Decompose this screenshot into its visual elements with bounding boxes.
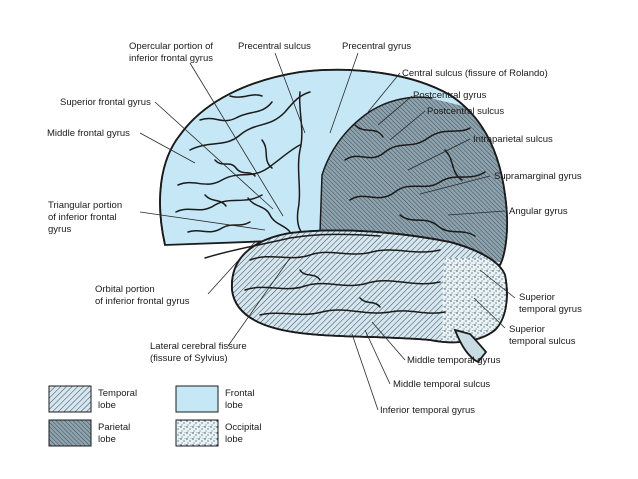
legend-label-parietal-1: Parietal	[98, 422, 130, 433]
label-precentral-sulcus: Precentral sulcus	[238, 41, 311, 52]
parietal-lobe	[320, 97, 508, 262]
label-superior-frontal: Superior frontal gyrus	[60, 97, 151, 108]
legend-swatch-frontal	[175, 385, 219, 413]
legend-label-frontal-1: Frontal	[225, 388, 255, 399]
leader-lines	[139, 52, 516, 411]
legend-label-occipital-1: Occipital	[225, 422, 261, 433]
label-middle-temporal-sulcus: Middle temporal sulcus	[393, 379, 490, 390]
legend-item-occipital: Occipital lobe	[175, 419, 261, 447]
label-sup-temporal-gyrus-1: Superior	[519, 292, 555, 303]
label-intraparietal: Intraparietal sulcus	[473, 134, 553, 145]
temporal-sulci	[244, 249, 446, 316]
legend-label-frontal-2: lobe	[225, 400, 243, 411]
label-lateral-fissure-2: (fissure of Sylvius)	[150, 353, 228, 364]
parietal-sulci	[344, 124, 486, 237]
label-middle-frontal: Middle frontal gyrus	[47, 128, 130, 139]
legend-swatch-parietal	[48, 419, 92, 447]
legend-label-temporal-1: Temporal	[98, 388, 137, 399]
label-opercular-1: Opercular portion of	[129, 41, 213, 52]
label-triangular-3: gyrus	[48, 224, 71, 235]
label-sup-temporal-sulcus-1: Superior	[509, 324, 545, 335]
label-sup-temporal-gyrus-2: temporal gyrus	[519, 304, 582, 315]
label-supramarginal: Supramarginal gyrus	[494, 171, 582, 182]
label-sup-temporal-sulcus-2: temporal sulcus	[509, 336, 576, 347]
label-postcentral-sulcus: Postcentral sulcus	[427, 106, 504, 117]
label-middle-temporal-gyrus: Middle temporal gyrus	[407, 355, 501, 366]
label-orbital-1: Orbital portion	[95, 284, 155, 295]
legend-item-parietal: Parietal lobe	[48, 419, 130, 447]
label-angular: Angular gyrus	[509, 206, 568, 217]
brain	[159, 68, 508, 364]
legend-item-temporal: Temporal lobe	[48, 385, 137, 413]
label-postcentral-gyrus: Postcentral gyrus	[413, 90, 487, 101]
legend-label-parietal-2: lobe	[98, 434, 116, 445]
label-triangular-1: Triangular portion	[48, 200, 122, 211]
label-lateral-fissure-1: Lateral cerebral fissure	[150, 341, 247, 352]
label-inferior-temporal-gyrus: Inferior temporal gyrus	[380, 405, 475, 416]
legend-swatch-temporal	[48, 385, 92, 413]
legend: Temporal lobe Frontal lobe Parietal lobe…	[48, 385, 261, 447]
legend-label-occipital-2: lobe	[225, 434, 243, 445]
label-precentral-gyrus: Precentral gyrus	[342, 41, 411, 52]
legend-swatch-occipital	[175, 419, 219, 447]
frontal-sulci	[175, 91, 311, 237]
label-central-sulcus: Central sulcus (fissure of Rolando)	[402, 68, 548, 79]
label-triangular-2: of inferior frontal	[48, 212, 117, 223]
label-orbital-2: of inferior frontal gyrus	[95, 296, 190, 307]
labels: Opercular portion of inferior frontal gy…	[47, 41, 582, 416]
label-opercular-2: inferior frontal gyrus	[129, 53, 213, 64]
legend-item-frontal: Frontal lobe	[175, 385, 255, 413]
legend-label-temporal-2: lobe	[98, 400, 116, 411]
